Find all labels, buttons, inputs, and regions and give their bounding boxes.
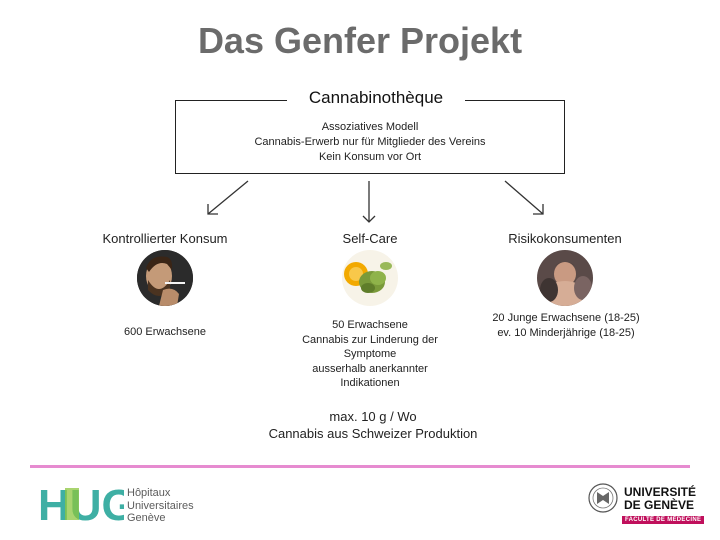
hug-line: Genève — [127, 512, 166, 524]
box-line: Cannabis-Erwerb nur für Mitglieder des V… — [254, 136, 486, 148]
cannabis-photo — [342, 250, 398, 306]
hug-name: Hôpitaux Universitaires Genève — [127, 487, 194, 525]
footer-divider — [30, 465, 690, 468]
details-kontrollierter-konsum: 600 Erwachsene — [90, 325, 240, 340]
hug-logo-mark: HUG — [38, 481, 136, 530]
note-line: max. 10 g / Wo — [329, 409, 417, 424]
heading-kontrollierter-konsum: Kontrollierter Konsum — [102, 231, 228, 246]
details-self-care: 50 Erwachsene Cannabis zur Linderung der… — [290, 318, 450, 391]
box-line: Kein Konsum vor Ort — [318, 151, 422, 163]
detail-line: ausserhalb anerkannter — [312, 362, 428, 375]
note-line: Cannabis aus Schweizer Produktion — [268, 426, 478, 441]
box-description: Assoziatives Modell Cannabis-Erwerb nur … — [175, 120, 565, 165]
unige-seal-icon — [588, 483, 618, 513]
unige-line: UNIVERSITÉ — [624, 485, 697, 499]
unige-line: DE GENÈVE — [624, 498, 695, 512]
smoker-photo — [137, 250, 193, 306]
detail-line: Symptome — [343, 348, 397, 360]
heading-self-care: Self-Care — [342, 231, 398, 246]
arrow-left — [207, 180, 249, 215]
detail-line: 50 Erwachsene — [332, 319, 408, 331]
detail-line: Cannabis zur Linderung der — [302, 333, 438, 346]
hug-letters: HUG — [38, 482, 124, 526]
detail-line: ev. 10 Minderjährige (18-25) — [497, 326, 635, 339]
bottom-note: max. 10 g / Wo Cannabis aus Schweizer Pr… — [240, 408, 506, 442]
hug-line: Universitaires — [127, 499, 194, 512]
unige-name: UNIVERSITÉ DE GENÈVE — [624, 486, 696, 512]
box-line: Assoziatives Modell — [321, 121, 419, 133]
heading-risikokonsumenten: Risikokonsumenten — [508, 231, 622, 246]
arrow-center — [362, 181, 376, 223]
hug-logo: HUG — [38, 481, 136, 530]
hug-line: Hôpitaux — [127, 487, 171, 499]
detail-line: 600 Erwachsene — [124, 326, 206, 338]
box-title: Cannabinothèque — [287, 88, 465, 108]
arrow-right — [504, 180, 544, 215]
detail-line: Indikationen — [340, 377, 400, 389]
page-title: Das Genfer Projekt — [197, 20, 523, 61]
unige-faculty-badge: FACULTÉ DE MÉDECINE — [622, 516, 705, 524]
detail-line: 20 Junge Erwachsene (18-25) — [492, 312, 640, 324]
details-risikokonsumenten: 20 Junge Erwachsene (18-25) ev. 10 Minde… — [480, 311, 652, 340]
youth-group-photo — [537, 250, 593, 306]
